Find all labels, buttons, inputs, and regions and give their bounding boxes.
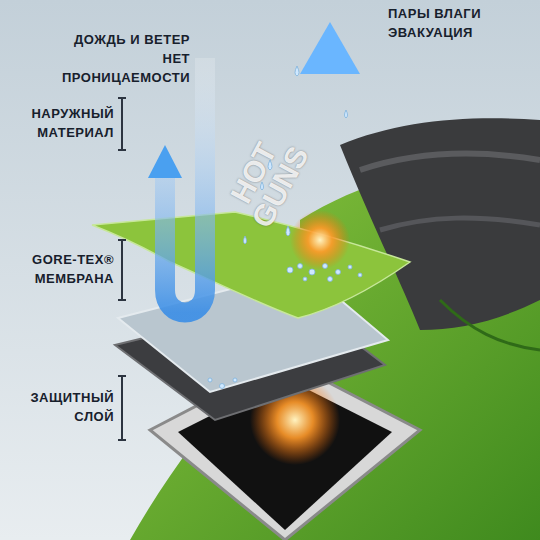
membrane-label: GORE-TEX® МЕМБРАНА (8, 250, 114, 288)
rain-wind-label: ДОЖДЬ И ВЕТЕР НЕТ ПРОНИЦАЕМОСТИ (50, 30, 190, 87)
vapour-label: ПАРЫ ВЛАГИ ЭВАКУАЦИЯ (388, 4, 508, 42)
protective-layer-label: ЗАЩИТНЫЙ СЛОЙ (8, 388, 114, 426)
outer-material-label: НАРУЖНЫЙ МАТЕРИАЛ (8, 104, 114, 142)
